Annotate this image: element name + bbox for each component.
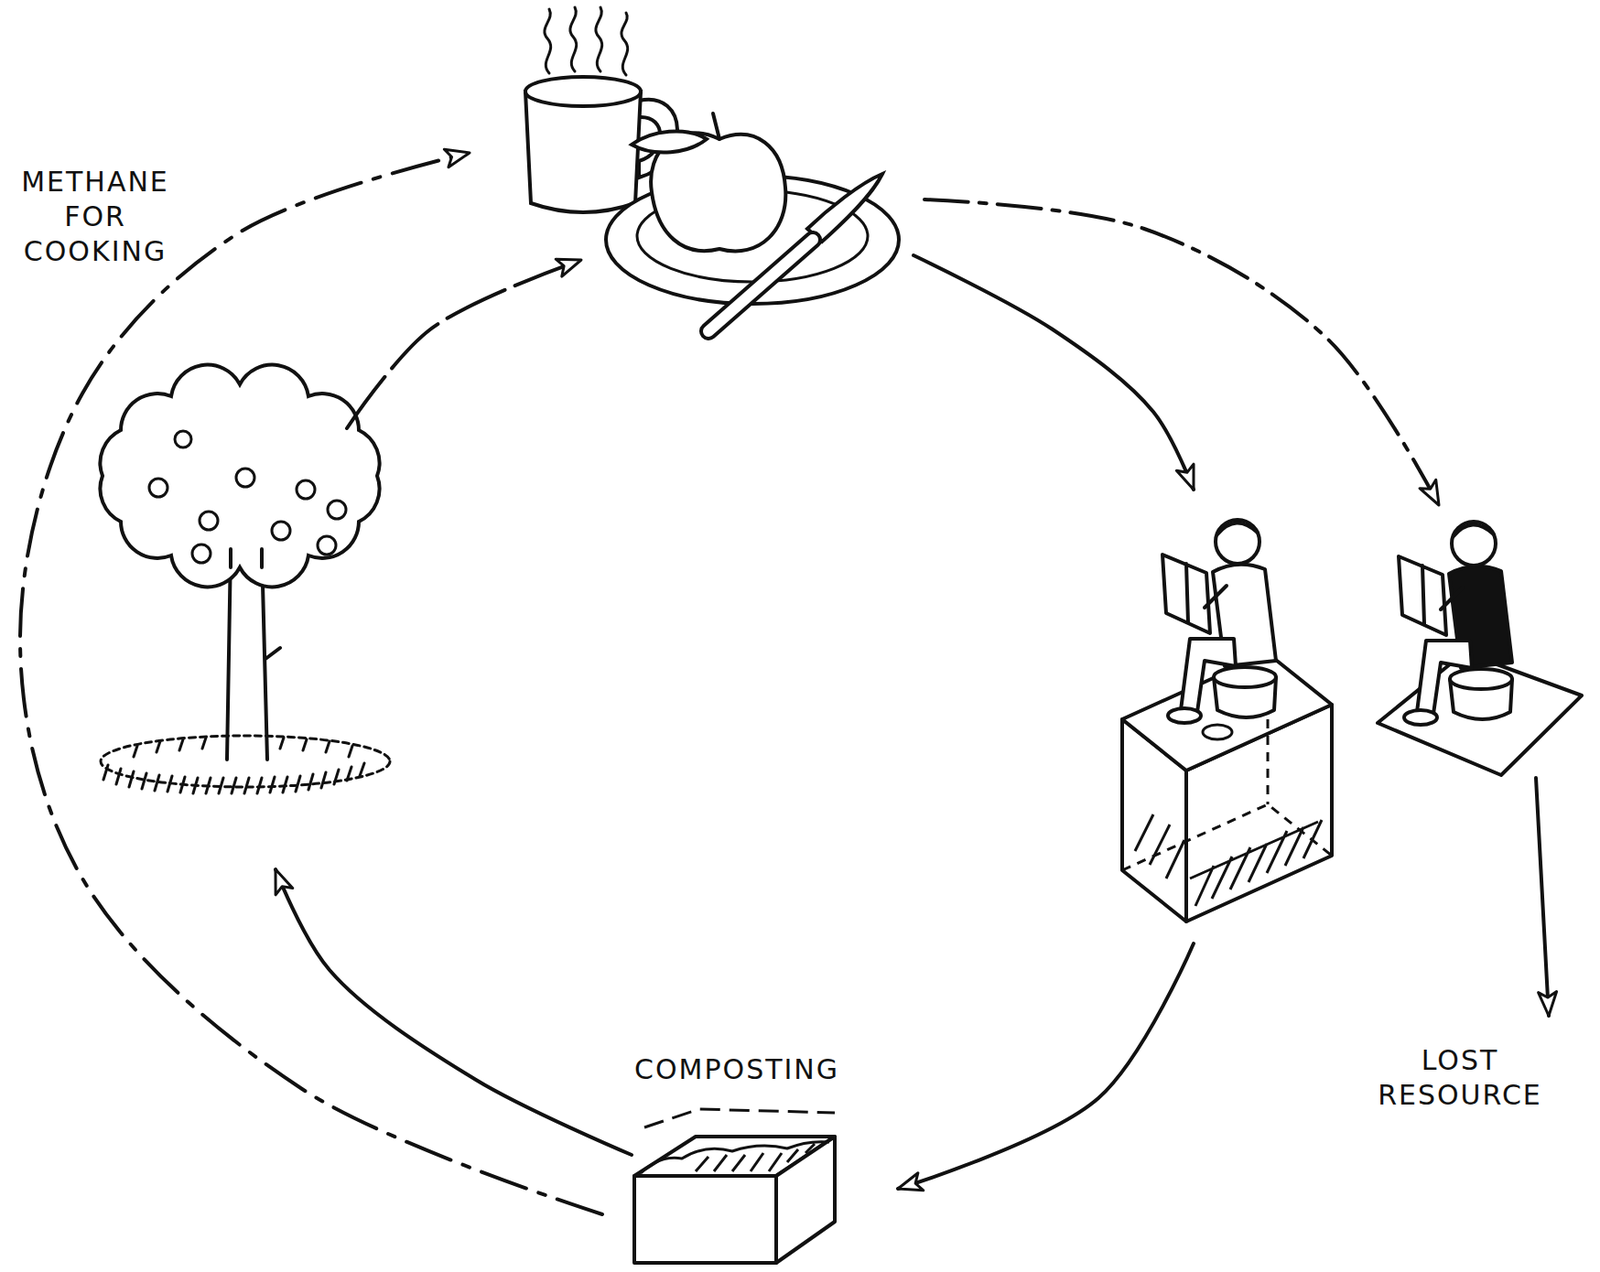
legs: [1180, 638, 1236, 713]
compost-toilet-chamber: [1122, 653, 1332, 922]
tree-canopy: [99, 365, 379, 588]
flow-arrow: [1535, 778, 1549, 1017]
feet: [1404, 710, 1438, 725]
legs: [1416, 640, 1472, 714]
fruit: [149, 431, 346, 563]
steam: [544, 7, 628, 76]
head: [1215, 519, 1260, 564]
flow-arrow: [346, 259, 582, 429]
mat: [1377, 652, 1582, 776]
knife-handle: [708, 239, 813, 332]
bin-front: [634, 1176, 777, 1264]
compost-node: COMPOSTING: [625, 1048, 849, 1092]
chamber-top: [1122, 653, 1332, 771]
arm: [1440, 587, 1463, 610]
compost: [640, 1142, 830, 1174]
grass: [103, 737, 365, 794]
mug-body: [525, 91, 641, 213]
feet: [1167, 708, 1201, 724]
flow-arrow: [20, 152, 603, 1215]
flow-arrow: [275, 869, 632, 1156]
flow-arrows: [20, 152, 1549, 1215]
node-text: COMPOSTING: [634, 1052, 840, 1088]
tree-trunk-top: [230, 549, 262, 568]
knife: [708, 173, 883, 332]
newspaper: [1398, 556, 1447, 636]
stool-top: [1213, 667, 1276, 688]
flow-arrow: [897, 943, 1194, 1190]
apple: [631, 113, 786, 251]
chamber-hidden-edges: [1122, 653, 1332, 871]
stool-top: [1449, 669, 1513, 690]
person-reading-dark: [1398, 521, 1513, 725]
hair: [1217, 522, 1258, 535]
head: [1451, 521, 1496, 566]
bin-lid: [644, 1109, 835, 1128]
flow-arrow: [913, 255, 1194, 490]
hair: [1453, 524, 1494, 537]
apple-stem: [713, 113, 720, 140]
apple-leaf: [631, 130, 707, 152]
newspaper: [1162, 554, 1211, 634]
arm: [1204, 585, 1227, 608]
flow-label: LOST RESOURCE: [1360, 1041, 1560, 1115]
chamber-pile: [1135, 814, 1322, 907]
flow-label: METHANE FOR COOKING: [7, 162, 184, 271]
knife-handle-inner: [708, 239, 813, 332]
compost-bin: [634, 1109, 835, 1264]
person-reading: [1162, 519, 1276, 724]
knife-blade: [807, 173, 883, 242]
toilet-hole: [1202, 724, 1233, 740]
flow-arrow: [924, 199, 1439, 506]
bin-side: [776, 1136, 835, 1264]
mug-rim: [525, 76, 641, 107]
